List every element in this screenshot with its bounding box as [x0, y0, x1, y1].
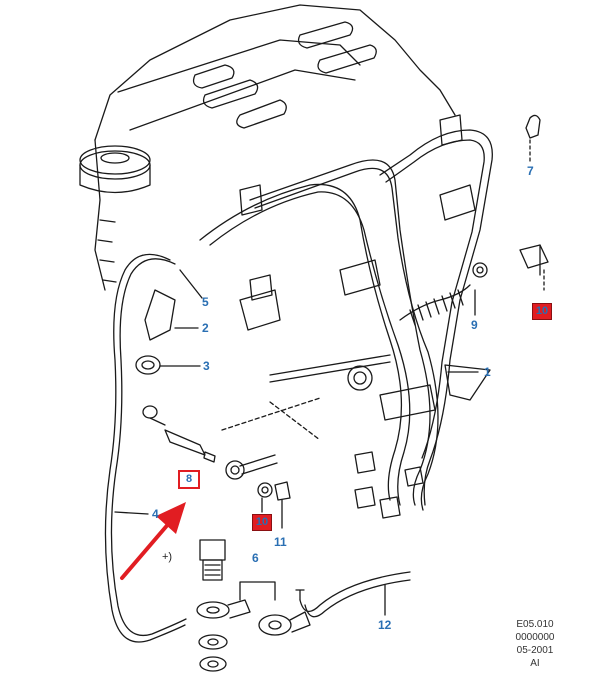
callout-10: 10	[252, 514, 272, 531]
callout-8: 8	[178, 470, 200, 489]
red-arrow-icon	[120, 502, 186, 580]
callout-6: 6	[252, 551, 259, 565]
callout-12: 12	[378, 618, 392, 632]
reference-initials: AI	[530, 658, 540, 669]
callout-1: 1	[484, 365, 491, 379]
drawing-reference: E05.010 0000000 05-2001 AI	[500, 618, 570, 670]
footnote-marker: +)	[162, 551, 173, 563]
callout-3: 3	[203, 359, 210, 373]
callout-10-bracket: 10	[532, 303, 552, 320]
callout-11: 11	[274, 535, 287, 549]
callout-5: 5	[202, 295, 209, 309]
callout-4: 4	[152, 507, 159, 521]
reference-code: E05.010	[516, 619, 554, 630]
callout-2: 2	[202, 321, 209, 335]
reference-date: 05-2001	[516, 645, 554, 656]
reference-number: 0000000	[515, 632, 555, 643]
callout-9: 9	[471, 318, 478, 332]
callout-7: 7	[527, 164, 534, 178]
